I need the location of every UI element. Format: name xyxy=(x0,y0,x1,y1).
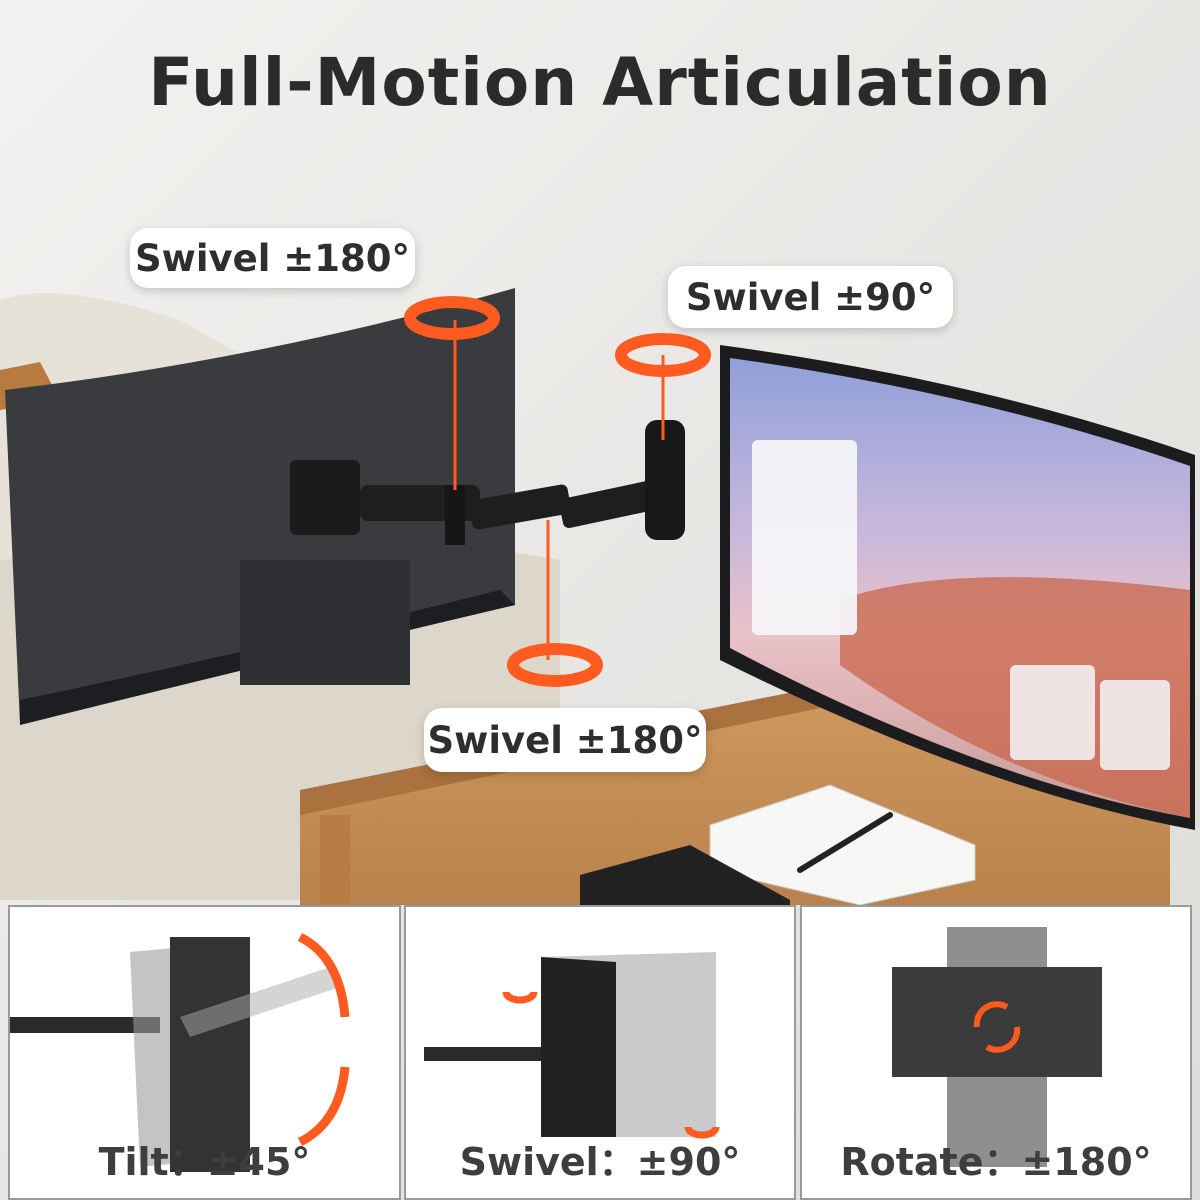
tilt-label: Tilt：±45° xyxy=(98,1140,311,1184)
callout-swivel-rear: Swivel ±180° xyxy=(130,228,415,288)
swivel-panel: Swivel：±90° xyxy=(404,905,796,1200)
swivel-label: Swivel：±90° xyxy=(459,1140,741,1184)
page-title: Full-Motion Articulation xyxy=(148,44,1052,121)
rotate-label: Rotate：±180° xyxy=(840,1140,1152,1184)
callout-swivel-arm: Swivel ±180° xyxy=(424,708,706,772)
callout-swivel-wall: Swivel ±90° xyxy=(668,266,953,328)
rotate-illustration xyxy=(892,927,1102,1167)
swivel-illustration xyxy=(424,952,720,1139)
tilt-illustration xyxy=(10,932,350,1172)
tilt-panel: Tilt：±45° xyxy=(8,905,401,1200)
rotation-arrow-icon xyxy=(404,296,711,687)
rotate-panel: Rotate：±180° xyxy=(800,905,1192,1200)
keyboard xyxy=(580,845,790,905)
